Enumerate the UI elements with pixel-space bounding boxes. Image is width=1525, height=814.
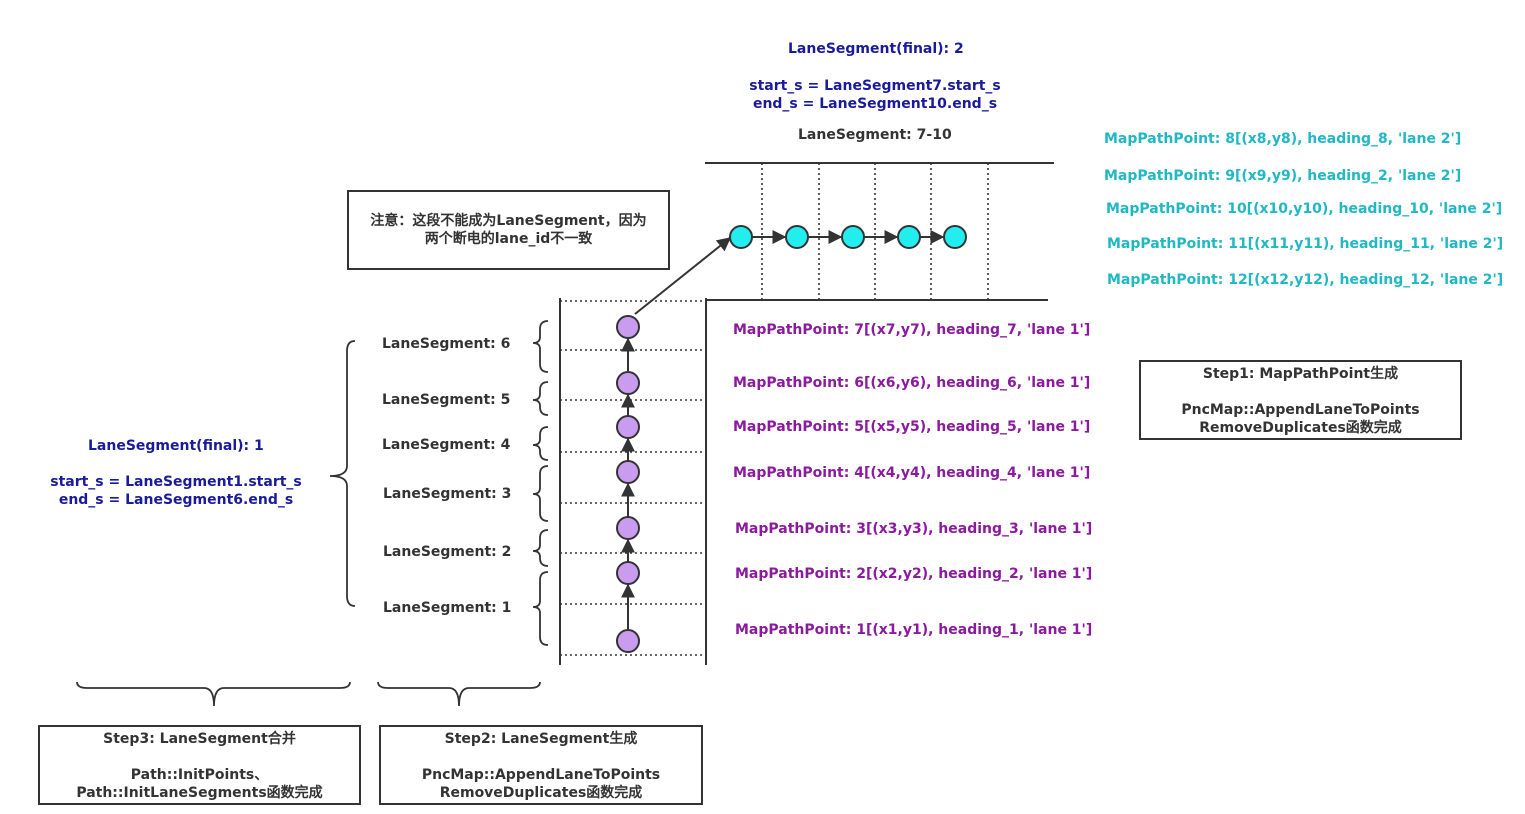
map-path-point-node-6: [616, 371, 640, 395]
final-segment-1-end: end_s = LaneSegment6.end_s: [58, 492, 294, 508]
map-path-point-node-9: [785, 225, 809, 249]
map-path-point-label-3: MapPathPoint: 3[(x3,y3), heading_3, 'lan…: [735, 521, 1093, 537]
transition-arrow: [634, 237, 732, 315]
map-path-point-node-8: [729, 225, 753, 249]
bottom-braces: [76, 681, 541, 707]
map-path-point-node-7: [616, 315, 640, 339]
segment-braces: [532, 320, 549, 646]
step1-line-1: PncMap::AppendLaneToPoints: [1181, 402, 1420, 418]
lane-segment-label-6: LaneSegment: 6: [382, 336, 511, 352]
final-segment-brace: [329, 340, 356, 607]
lane1-nodes: [616, 315, 640, 653]
map-path-point-label-7: MapPathPoint: 7[(x7,y7), heading_7, 'lan…: [733, 322, 1091, 338]
step3-line-2: Path::InitLaneSegments函数完成: [76, 785, 323, 801]
note-box: 注意：这段不能成为LaneSegment，因为 两个断电的lane_id不一致: [347, 190, 670, 270]
lane-segment-label-3: LaneSegment: 3: [383, 486, 512, 502]
lane1-structure: [559, 298, 707, 665]
map-path-point-node-3: [616, 516, 640, 540]
step2-line-1: PncMap::AppendLaneToPoints: [421, 767, 661, 783]
lane-segment-label-2: LaneSegment: 2: [383, 544, 512, 560]
final-segment-1-title: LaneSegment(final): 1: [88, 438, 264, 454]
step3-box: Step3: LaneSegment合并 Path::InitPoints、 P…: [38, 725, 361, 805]
map-path-point-label-5: MapPathPoint: 5[(x5,y5), heading_5, 'lan…: [733, 419, 1091, 435]
map-path-point-label-4: MapPathPoint: 4[(x4,y4), heading_4, 'lan…: [733, 465, 1091, 481]
lane2-nodes: [729, 225, 967, 249]
step2-line-2: RemoveDuplicates函数完成: [439, 785, 643, 801]
map-path-point-node-2: [616, 561, 640, 585]
note-line-1: 注意：这段不能成为LaneSegment，因为: [370, 213, 647, 229]
final-segment-2-title: LaneSegment(final): 2: [788, 41, 964, 57]
map-path-point-node-1: [616, 629, 640, 653]
map-path-point-node-5: [616, 415, 640, 439]
step1-box: Step1: MapPathPoint生成 PncMap::AppendLane…: [1139, 360, 1462, 440]
step1-line-2: RemoveDuplicates函数完成: [1199, 420, 1402, 436]
map-path-point-label-11: MapPathPoint: 11[(x11,y11), heading_11, …: [1107, 236, 1504, 252]
map-path-point-label-12: MapPathPoint: 12[(x12,y12), heading_12, …: [1107, 272, 1504, 288]
map-path-point-node-10: [841, 225, 865, 249]
lane-segment-label-1: LaneSegment: 1: [383, 600, 512, 616]
map-path-point-node-11: [897, 225, 921, 249]
step3-title: Step3: LaneSegment合并: [103, 731, 296, 747]
final-segment-2-start: start_s = LaneSegment7.start_s: [749, 78, 1001, 94]
map-path-point-label-8: MapPathPoint: 8[(x8,y8), heading_8, 'lan…: [1104, 131, 1462, 147]
map-path-point-node-12: [943, 225, 967, 249]
final-segment-2-end: end_s = LaneSegment10.end_s: [752, 96, 998, 112]
map-path-point-label-6: MapPathPoint: 6[(x6,y6), heading_6, 'lan…: [733, 375, 1091, 391]
map-path-point-node-4: [616, 460, 640, 484]
map-path-point-label-10: MapPathPoint: 10[(x10,y10), heading_10, …: [1106, 201, 1503, 217]
step1-title: Step1: MapPathPoint生成: [1202, 366, 1399, 382]
step2-title: Step2: LaneSegment生成: [444, 731, 638, 747]
note-line-2: 两个断电的lane_id不一致: [424, 231, 593, 247]
step3-line-1: Path::InitPoints、: [130, 767, 269, 783]
map-path-point-label-9: MapPathPoint: 9[(x9,y9), heading_2, 'lan…: [1104, 168, 1462, 184]
final-segment-2-range: LaneSegment: 7-10: [798, 127, 952, 143]
step2-box: Step2: LaneSegment生成 PncMap::AppendLaneT…: [379, 725, 703, 805]
lane-segment-label-5: LaneSegment: 5: [382, 392, 511, 408]
map-path-point-label-1: MapPathPoint: 1[(x1,y1), heading_1, 'lan…: [735, 622, 1093, 638]
final-segment-1-start: start_s = LaneSegment1.start_s: [50, 474, 302, 490]
lane2-structure: [705, 162, 1054, 301]
lane-segment-label-4: LaneSegment: 4: [382, 437, 511, 453]
map-path-point-label-2: MapPathPoint: 2[(x2,y2), heading_2, 'lan…: [735, 566, 1093, 582]
